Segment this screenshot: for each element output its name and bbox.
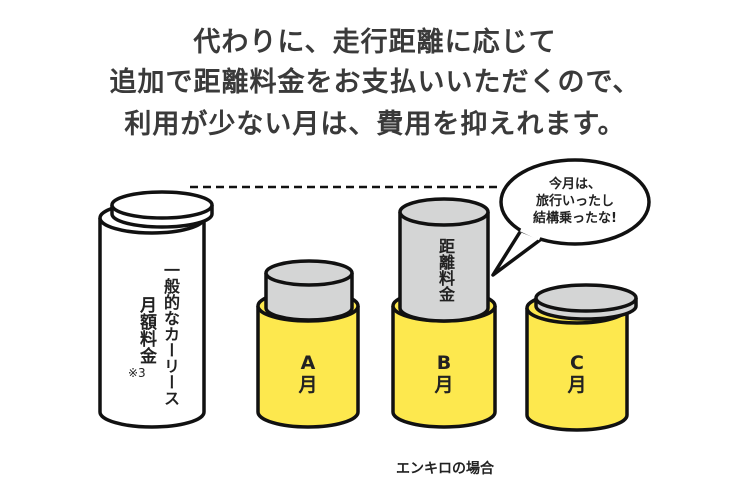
month-letter: A <box>300 352 316 374</box>
month-suffix: 月 <box>567 374 587 396</box>
month-letter: B <box>436 352 452 374</box>
footnote-mark: ※3 <box>128 366 146 380</box>
caption: エンキロの場合 <box>396 461 494 477</box>
bubble-line: 結構乗ったな! <box>533 211 617 226</box>
headline-line-2: 追加で距離料金をお支払いいただくので、 <box>109 67 641 98</box>
month-suffix: 月 <box>298 374 318 396</box>
month-suffix: 月 <box>434 374 454 396</box>
general-lease-cylinder <box>98 190 214 429</box>
month-b-cylinder <box>391 197 497 429</box>
distance-fee-label: 距離料金 <box>436 238 455 302</box>
bubble-line: 旅行いったし <box>535 194 614 209</box>
month-c-cylinder <box>525 283 638 432</box>
general-lease-label: 一般的なカーリース <box>161 262 180 406</box>
bubble-line: 今月は、 <box>548 177 601 192</box>
lid <box>110 190 214 220</box>
monthly-fee-label: 月額料金 <box>136 296 156 364</box>
month-a-cylinder <box>256 259 360 429</box>
speech-bubble-text: 今月は、 旅行いったし 結構乗ったな! <box>515 176 635 227</box>
lid <box>534 283 638 313</box>
month-letter: C <box>570 352 584 374</box>
headline-line-1: 代わりに、走行距離に応じて <box>193 27 557 58</box>
speech-bubble-shape <box>491 158 651 277</box>
headline-line-3: 利用が少ない月は、費用を抑えれます。 <box>124 109 626 140</box>
